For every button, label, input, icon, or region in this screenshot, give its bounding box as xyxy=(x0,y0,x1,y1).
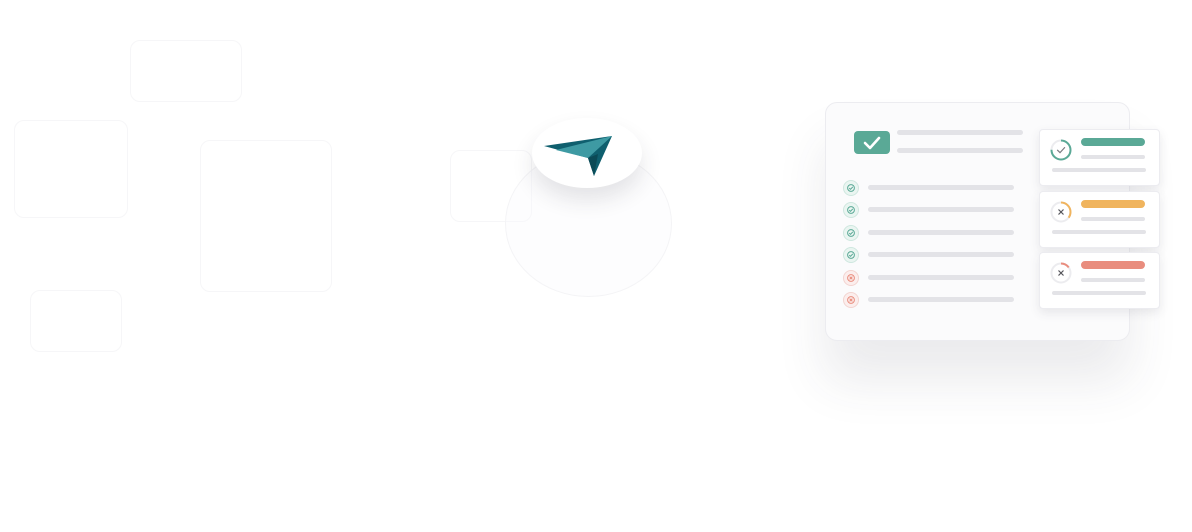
check-circle-icon xyxy=(843,202,859,219)
result-status-pill xyxy=(1081,200,1145,208)
result-card xyxy=(1039,191,1160,248)
result-line-placeholder xyxy=(1081,278,1145,282)
paper-plane-logo-icon xyxy=(544,136,612,176)
background-frame xyxy=(30,290,122,352)
check-circle-icon xyxy=(843,224,859,241)
result-line-placeholder xyxy=(1052,168,1146,172)
x-circle-icon xyxy=(843,269,859,286)
title-placeholder xyxy=(897,130,1023,135)
checklist-row-placeholder xyxy=(868,252,1014,258)
result-status-pill xyxy=(1081,138,1145,146)
check-circle-icon xyxy=(843,180,859,196)
result-line-placeholder xyxy=(1081,217,1145,221)
checklist-row-placeholder xyxy=(868,185,1014,190)
checklist-row-placeholder xyxy=(868,207,1014,213)
result-card xyxy=(1039,252,1160,309)
x-circle-icon xyxy=(843,292,859,308)
result-status-pill xyxy=(1081,261,1145,269)
background-frame xyxy=(14,120,128,218)
subtitle-placeholder xyxy=(897,148,1023,153)
close-icon xyxy=(1050,262,1072,284)
check-circle-icon xyxy=(843,247,859,264)
result-line-placeholder xyxy=(1081,155,1145,159)
checklist-row-placeholder xyxy=(868,297,1014,302)
result-line-placeholder xyxy=(1052,230,1146,234)
background-frame xyxy=(130,40,242,102)
checklist-row-placeholder xyxy=(868,274,1014,280)
background-frame xyxy=(200,140,332,292)
checkmark-icon xyxy=(854,131,890,154)
checklist-row-placeholder xyxy=(868,229,1014,235)
close-icon xyxy=(1050,201,1072,223)
result-card xyxy=(1039,129,1160,186)
result-line-placeholder xyxy=(1052,291,1146,295)
check-icon xyxy=(1050,139,1072,161)
